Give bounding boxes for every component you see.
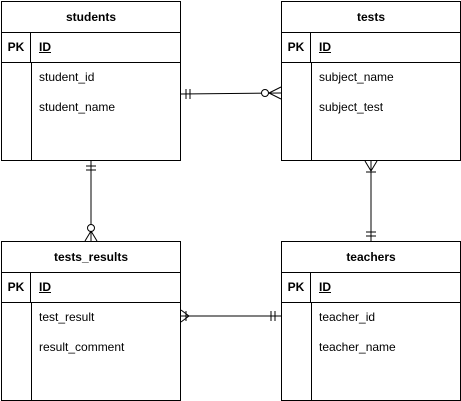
field: student_id (39, 70, 95, 84)
column-divider (31, 303, 32, 400)
crowfoot-prong (268, 86, 282, 94)
rel-students-tests (180, 86, 282, 100)
pk-row: PK ID (282, 273, 460, 303)
crowfoot-circle (261, 89, 269, 97)
entity-fields: student_id student_name (2, 63, 180, 160)
field: teacher_name (319, 340, 396, 354)
entity-students[interactable]: students PK ID student_id student_name (1, 1, 181, 161)
field: teacher_id (319, 310, 376, 324)
entity-title: teachers (282, 242, 460, 273)
column-divider (311, 63, 312, 160)
column-divider (31, 63, 32, 160)
crowfoot-prong (84, 230, 92, 242)
crowfoot-prong (370, 160, 378, 172)
pk-label: PK (282, 33, 311, 62)
field: subject_test (319, 100, 384, 114)
crowfoot-prong (364, 160, 372, 172)
crowfoot-prong (268, 92, 282, 100)
pk-row: PK ID (282, 33, 460, 63)
entity-tests[interactable]: tests PK ID subject_name subject_test (281, 1, 461, 161)
field: student_name (39, 100, 116, 114)
field: subject_name (319, 70, 394, 84)
pk-field: ID (39, 280, 51, 294)
crowfoot-prong (180, 309, 190, 317)
field: result_comment (39, 340, 125, 354)
entity-title: tests (282, 2, 460, 33)
entity-title: tests_results (2, 242, 180, 273)
entity-fields: subject_name subject_test (282, 63, 460, 160)
crowfoot-prong (180, 315, 190, 323)
entity-fields: test_result result_comment (2, 303, 180, 400)
crowfoot-circle (87, 224, 95, 232)
pk-label: PK (2, 273, 31, 302)
entity-title: students (2, 2, 180, 33)
rel-tests-teachers (364, 160, 378, 241)
pk-label: PK (282, 273, 311, 302)
crowfoot-prong (90, 230, 98, 242)
pk-row: PK ID (2, 273, 180, 303)
column-divider (311, 303, 312, 400)
pk-field: ID (39, 40, 51, 54)
pk-field: ID (319, 280, 331, 294)
field: test_result (39, 310, 95, 324)
entity-teachers[interactable]: teachers PK ID teacher_id teacher_name (281, 241, 461, 401)
rel-results-teachers (180, 309, 281, 323)
entity-tests-results[interactable]: tests_results PK ID test_result result_c… (1, 241, 181, 401)
rel-students-results (84, 161, 98, 242)
pk-field: ID (319, 40, 331, 54)
pk-label: PK (2, 33, 31, 62)
pk-row: PK ID (2, 33, 180, 63)
entity-fields: teacher_id teacher_name (282, 303, 460, 400)
